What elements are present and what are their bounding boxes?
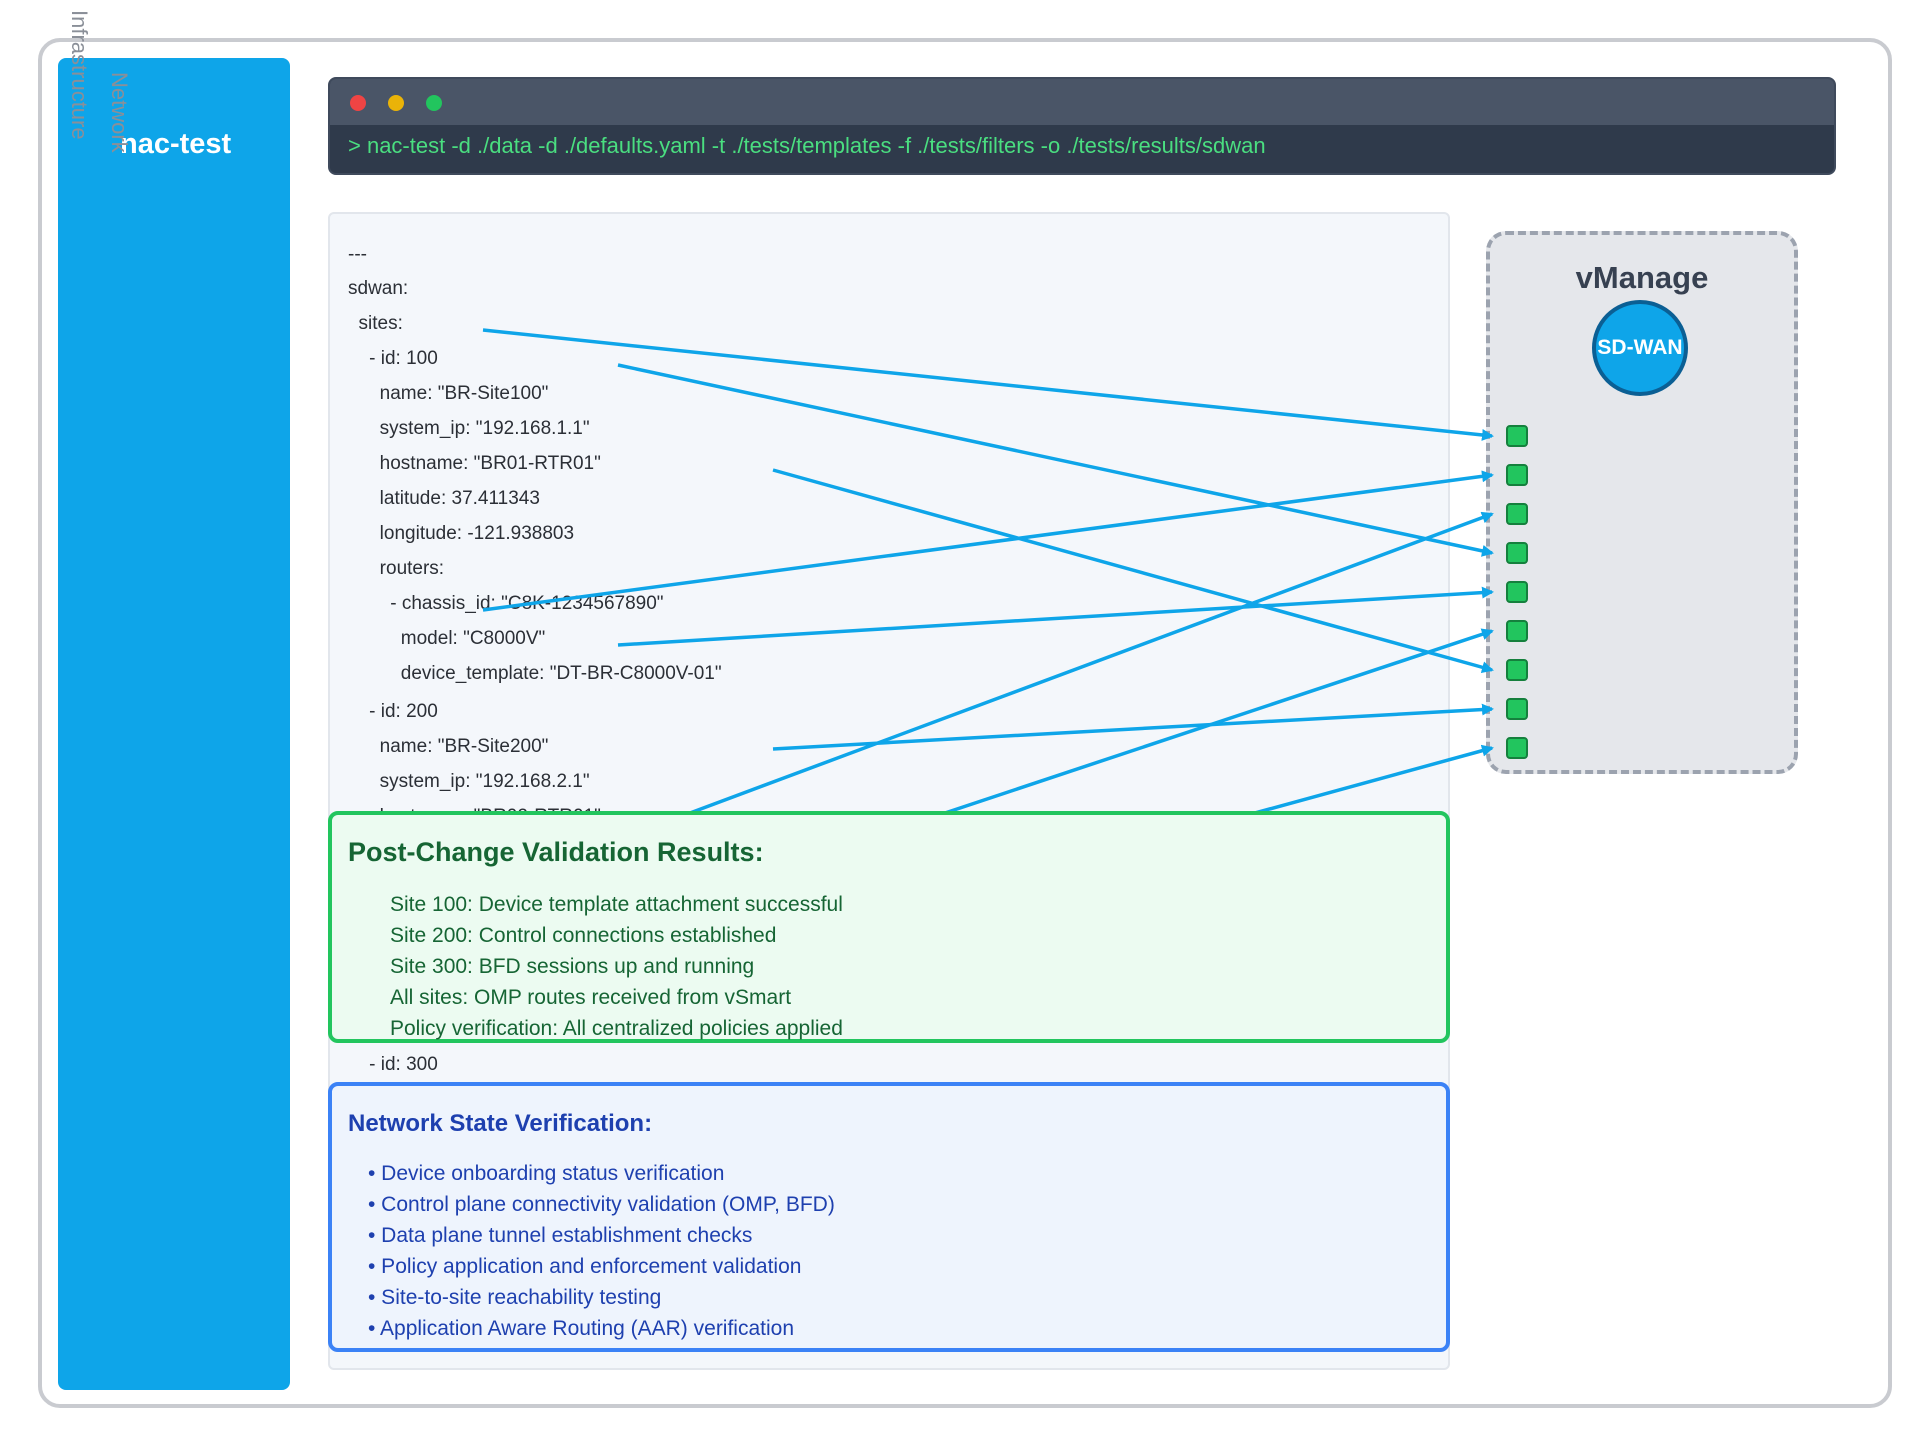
sdwan-badge: SD-WAN <box>1592 300 1688 396</box>
vmanage-title: vManage <box>1575 260 1709 295</box>
vmanage-port <box>1506 737 1528 759</box>
verification-item: • Device onboarding status verification <box>368 1162 725 1185</box>
validation-result-item: Policy verification: All centralized pol… <box>390 1017 843 1040</box>
mapping-arrow <box>617 586 1494 647</box>
verification-item: • Data plane tunnel establishment checks <box>368 1224 753 1247</box>
verification-item: • Application Aware Routing (AAR) verifi… <box>368 1317 795 1340</box>
yaml-line: longitude: -121.938803 <box>348 523 575 544</box>
validation-results-title: Post-Change Validation Results: <box>348 837 764 867</box>
yaml-line: name: "BR-Site100" <box>348 383 549 404</box>
vmanage-port <box>1506 659 1528 681</box>
mapping-arrow <box>1254 744 1494 815</box>
validation-result-item: Site 300: BFD sessions up and running <box>390 955 755 978</box>
yaml-line: - id: 300 <box>348 1054 438 1075</box>
yaml-line: name: "BR-Site200" <box>348 736 549 757</box>
vmanage-port <box>1506 464 1528 486</box>
verification-item: • Control plane connectivity validation … <box>368 1193 835 1216</box>
sidebar-title: nac-test <box>120 128 232 160</box>
yaml-line: system_ip: "192.168.1.1" <box>348 418 590 439</box>
vmanage-port <box>1506 620 1528 642</box>
yaml-line: sdwan: <box>348 278 409 299</box>
validation-result-item: Site 200: Control connections establishe… <box>390 924 777 947</box>
terminal-command: > nac-test -d ./data -d ./defaults.yaml … <box>348 133 1266 158</box>
mapping-arrow <box>689 511 1494 815</box>
mapping-arrow <box>482 328 1494 441</box>
mapping-arrow <box>944 628 1494 815</box>
yaml-line: device_template: "DT-BR-C8000V-01" <box>348 663 722 684</box>
vmanage-port <box>1506 503 1528 525</box>
yaml-line: hostname: "BR01-RTR01" <box>348 453 601 474</box>
mapping-arrow <box>772 468 1494 674</box>
vmanage-port <box>1506 581 1528 603</box>
verification-item: • Site-to-site reachability testing <box>368 1286 662 1309</box>
vmanage-port <box>1506 542 1528 564</box>
vmanage-port <box>1506 698 1528 720</box>
yaml-line: routers: <box>348 558 445 579</box>
minimize-dot-icon[interactable] <box>388 95 404 111</box>
mapping-arrow <box>617 363 1494 557</box>
mapping-arrow <box>772 703 1494 751</box>
yaml-line: - id: 100 <box>348 348 438 369</box>
verification-item: • Policy application and enforcement val… <box>368 1255 802 1278</box>
yaml-line: sites: <box>348 313 403 334</box>
sdwan-badge-label: SD-WAN <box>1597 336 1683 359</box>
mapping-arrow <box>482 470 1494 612</box>
yaml-line: --- <box>348 244 367 265</box>
terminal-title-bar <box>330 79 1834 125</box>
maximize-dot-icon[interactable] <box>426 95 442 111</box>
state-verification-title: Network State Verification: <box>348 1110 653 1137</box>
yaml-line: latitude: 37.411343 <box>348 488 540 509</box>
terminal-window: > nac-test -d ./data -d ./defaults.yaml … <box>328 77 1836 175</box>
close-dot-icon[interactable] <box>350 95 366 111</box>
validation-result-item: Site 100: Device template attachment suc… <box>390 893 843 916</box>
yaml-line: model: "C8000V" <box>348 628 546 649</box>
yaml-line: - chassis_id: "C8K-1234567890" <box>348 593 664 614</box>
sidebar <box>58 58 290 1390</box>
validation-results-box: Post-Change Validation Results: Site 100… <box>328 811 1450 1043</box>
yaml-line: - id: 200 <box>348 701 438 722</box>
vmanage-port <box>1506 425 1528 447</box>
validation-result-item: All sites: OMP routes received from vSma… <box>390 986 792 1009</box>
state-verification-box: Network State Verification: • Device onb… <box>328 1082 1450 1352</box>
yaml-line: system_ip: "192.168.2.1" <box>348 771 590 792</box>
